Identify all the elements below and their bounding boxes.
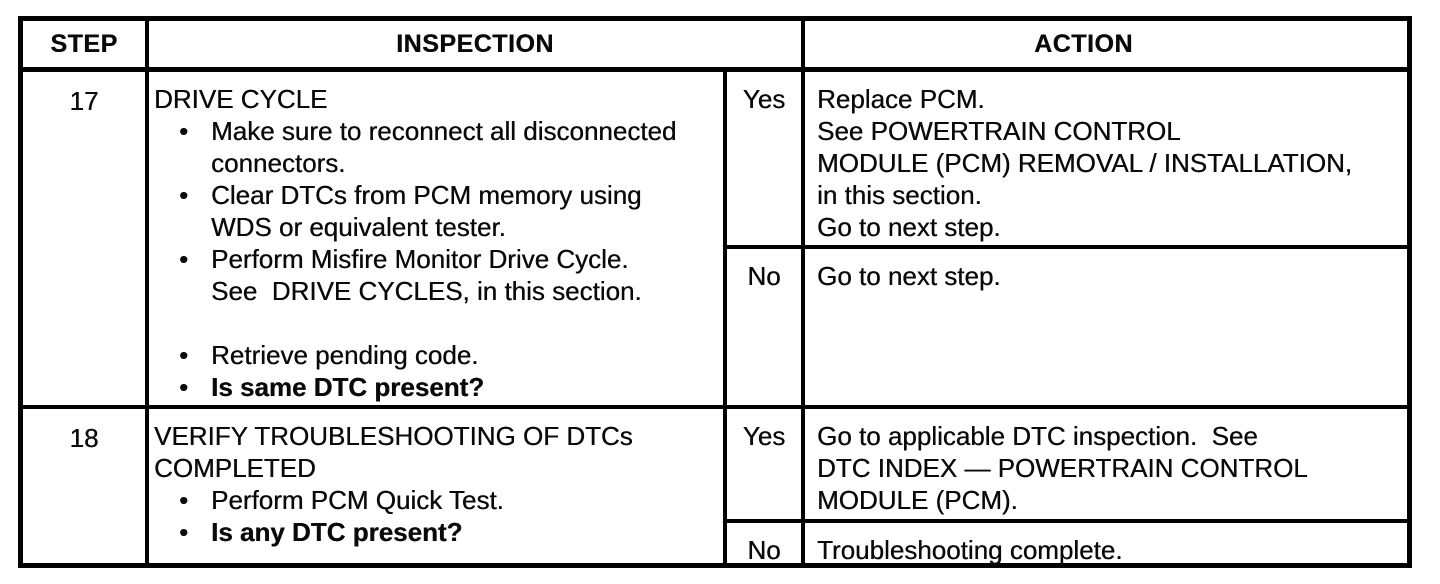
list-item: • Is same DTC present? (154, 371, 713, 403)
inspection-cell: DRIVE CYCLE • Make sure to reconnect all… (149, 72, 727, 405)
action-text: Go to applicable DTC inspection. See DTC… (817, 421, 1308, 515)
table-row-step-18: 18 VERIFY TROUBLESHOOTING OF DTCs COMPLE… (23, 409, 1407, 566)
table-row-step-17: 17 DRIVE CYCLE • Make sure to reconnect … (23, 72, 1407, 409)
bullet-icon: • (179, 372, 189, 402)
bullet-icon: • (179, 180, 189, 210)
header-action: ACTION (1034, 29, 1133, 58)
bullet-label: Is same DTC present? (211, 372, 485, 402)
inspection-bullet-list: • Perform PCM Quick Test. • Is any DTC p… (154, 484, 713, 548)
table-header-row: STEP INSPECTION ACTION (23, 21, 1407, 72)
bullet-icon: • (179, 340, 189, 370)
branch-yes: Yes Replace PCM. See POWERTRAIN CONTROL … (727, 72, 1407, 249)
branches: Yes Replace PCM. See POWERTRAIN CONTROL … (727, 72, 1407, 405)
answer-label: Yes (727, 409, 805, 519)
answer-label: Yes (727, 72, 805, 245)
header-step: STEP (23, 21, 149, 67)
bullet-icon: • (179, 517, 189, 547)
bullet-label: Retrieve pending code. (211, 340, 479, 370)
branches: Yes Go to applicable DTC inspection. See… (727, 409, 1407, 566)
inspection-bullet-list: • Make sure to reconnect all disconnecte… (154, 115, 713, 403)
step-number: 18 (23, 409, 149, 566)
list-item: • Clear DTCs from PCM memory using WDS o… (154, 179, 713, 243)
inspection-title: VERIFY TROUBLESHOOTING OF DTCs COMPLETED (154, 421, 633, 483)
inspection-title: DRIVE CYCLE (154, 84, 328, 114)
bullet-label: Perform PCM Quick Test. (211, 485, 504, 515)
list-item: • Retrieve pending code. (154, 339, 713, 371)
list-item: • Is any DTC present? (154, 516, 713, 548)
action-text: Go to next step. (817, 261, 1001, 291)
answer-label: No (727, 523, 805, 566)
branch-yes: Yes Go to applicable DTC inspection. See… (727, 409, 1407, 523)
answer-label: No (727, 249, 805, 405)
bullet-label: Is any DTC present? (211, 517, 463, 547)
list-item: • Perform Misfire Monitor Drive Cycle. S… (154, 243, 713, 307)
action-text: Troubleshooting complete. (817, 535, 1123, 565)
bullet-icon: • (179, 116, 189, 146)
bullet-icon: • (179, 244, 189, 274)
inspection-cell: VERIFY TROUBLESHOOTING OF DTCs COMPLETED… (149, 409, 727, 566)
step-number: 17 (23, 72, 149, 405)
bullet-label: Perform Misfire Monitor Drive Cycle. See… (211, 244, 642, 306)
troubleshooting-table: STEP INSPECTION ACTION 17 DRIVE CYCLE • … (18, 16, 1412, 568)
action-text: Replace PCM. See POWERTRAIN CONTROL MODU… (817, 84, 1352, 242)
bullet-label: Clear DTCs from PCM memory using WDS or … (211, 180, 642, 242)
header-inspection: INSPECTION (149, 21, 805, 67)
list-item: • Make sure to reconnect all disconnecte… (154, 115, 713, 179)
branch-no: No Troubleshooting complete. (727, 523, 1407, 566)
bullet-icon: • (179, 485, 189, 515)
list-item: • Perform PCM Quick Test. (154, 484, 713, 516)
branch-no: No Go to next step. (727, 249, 1407, 405)
bullet-label: Make sure to reconnect all disconnected … (211, 116, 677, 178)
